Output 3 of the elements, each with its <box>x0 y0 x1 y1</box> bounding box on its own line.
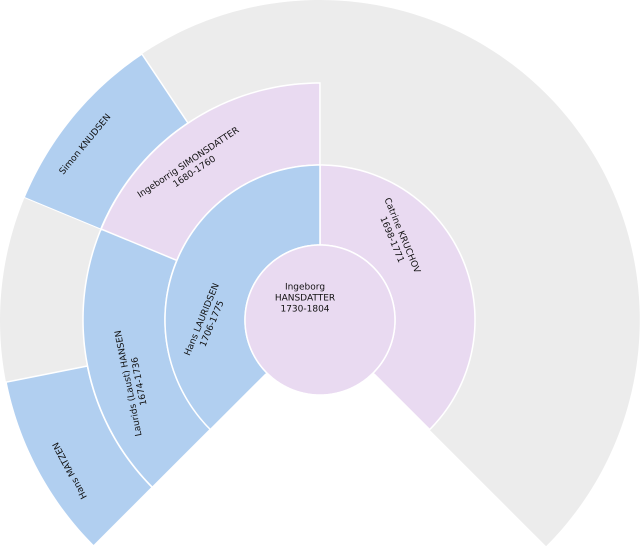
life-dates: 1730-1804 <box>279 304 331 316</box>
empty-segment <box>0 198 102 382</box>
person-name: Ingeborg HANSDATTER <box>274 282 336 304</box>
